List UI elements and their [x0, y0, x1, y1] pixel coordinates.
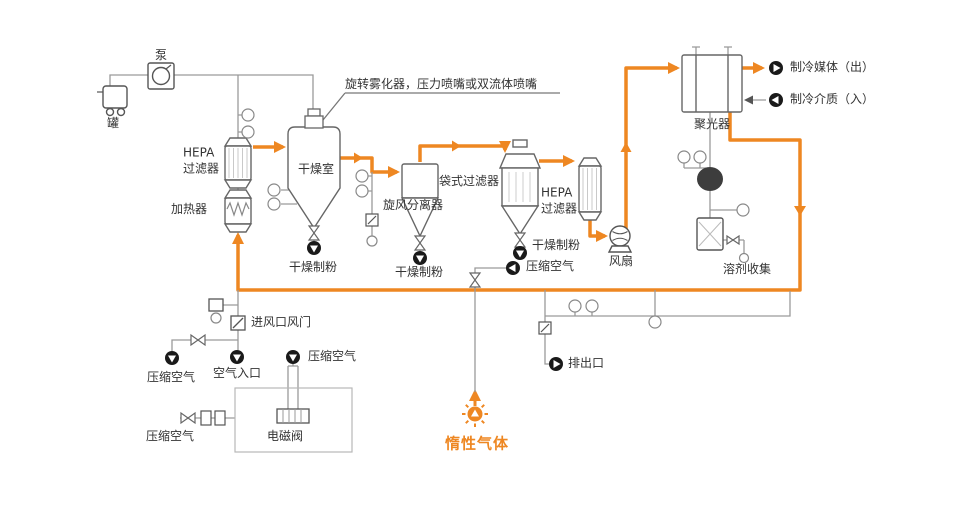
label-compressed-air-solenoid: 压缩空气: [308, 349, 357, 364]
bagfilter-powder-flow-icon: [513, 246, 527, 260]
label-hepa-filter-right: HEPA 过滤器: [541, 185, 578, 215]
label-discharge-outlet: 排出口: [568, 356, 605, 371]
label-powder-chamber: 干燥制粉: [288, 260, 338, 275]
label-inert-gas: 惰性气体: [444, 434, 510, 453]
feed-tank: [97, 85, 128, 117]
label-solvent-collection: 溶剂收集: [723, 262, 772, 277]
drying-chamber-vessel: [287, 126, 341, 230]
orange-flow-arrowheads: [354, 140, 806, 216]
condenser-exchanger: [681, 54, 743, 113]
inert-gas-icon: [462, 401, 488, 427]
bag-filter-vessel: [498, 139, 542, 236]
air-line-filters: [200, 410, 226, 426]
compressed-air-solenoid-flow-icon: [286, 350, 300, 364]
label-compressed-air-bottom: 压缩空气: [145, 429, 195, 444]
atomizer: [304, 108, 324, 129]
compressed-air-bagfilter-flow-icon: [506, 261, 520, 275]
label-inlet-damper: 进风口风门: [251, 315, 312, 330]
pump-symbol: [147, 62, 175, 90]
drain-square-valves: [365, 213, 552, 335]
label-powder-bag-filter: 干燥制粉: [532, 238, 581, 253]
solenoid-manifold: [276, 408, 310, 424]
solvent-vessel: [696, 217, 724, 251]
label-atomizer-note: 旋转雾化器，压力喷嘴或双流体喷嘴: [345, 77, 538, 92]
cyclone-separator-vessel: [400, 163, 440, 238]
label-heater: 加热器: [171, 202, 208, 217]
label-hepa-filter-left: HEPA 过滤器: [183, 145, 220, 175]
bowtie-valves: [180, 225, 740, 425]
label-bag-filter: 袋式过滤器: [438, 174, 499, 189]
label-refrigerant-out: 制冷媒体（出）: [790, 60, 875, 75]
heater-vessel: [223, 189, 253, 233]
air-inlet-flow-icon: [230, 350, 244, 364]
label-condenser: 聚光器: [693, 117, 731, 132]
exhaust-fan: [607, 225, 633, 253]
refrigerant-out-flow-icon: [769, 61, 783, 75]
discharge-flow-icon: [549, 357, 563, 371]
label-compressed-air-bag: 压缩空气: [526, 259, 575, 274]
solenoid-box: [234, 387, 353, 453]
chamber-powder-flow-icon: [307, 241, 321, 255]
label-powder-cyclone: 干燥制粉: [394, 265, 444, 280]
condensate-trap: [697, 167, 723, 191]
label-refrigerant-in: 制冷介质（入）: [790, 92, 875, 107]
gauge-icons: [210, 108, 750, 329]
label-pump: 泵: [154, 48, 168, 63]
label-drying-chamber: 干燥室: [297, 162, 335, 177]
gray-pipe-lines: [109, 46, 791, 419]
label-solenoid-valve: 电磁阀: [266, 429, 304, 444]
label-fan: 风扇: [608, 254, 634, 269]
label-tank: 罐: [106, 116, 120, 131]
refrigerant-in-flow-icon: [769, 93, 783, 107]
inlet-damper-valve: [208, 298, 246, 331]
compressed-air-left-flow-icon: [165, 351, 179, 365]
cyclone-powder-flow-icon: [413, 251, 427, 265]
label-cyclone: 旋风分离器: [382, 198, 444, 213]
hepa-filter-left-vessel: [223, 137, 253, 189]
label-air-inlet: 空气入口: [212, 366, 262, 381]
hepa-filter-right-vessel: [577, 157, 603, 221]
label-compressed-air-left: 压缩空气: [146, 370, 196, 385]
